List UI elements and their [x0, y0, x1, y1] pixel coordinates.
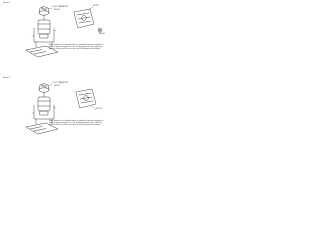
- mounting-plate-1: [25, 45, 59, 58]
- figure-2-part-code-1: R0131: [54, 85, 60, 87]
- figure-1-part-code-3: R0100: [99, 33, 105, 35]
- fan-blade-2: [38, 83, 50, 93]
- motor-bracket-1: [33, 27, 55, 48]
- fan-shroud-2: [75, 88, 97, 109]
- figure-2-part-code-2: R0159: [96, 108, 102, 110]
- motor-bracket-2: [33, 104, 55, 125]
- figure-2-drawing: [25, 83, 97, 135]
- figure-2-label: Figure 2: [3, 77, 11, 79]
- figure-1-note: Some models use a cleanable mesh or wash…: [49, 44, 104, 51]
- fan-shroud-1: [73, 8, 95, 29]
- figure-1-part-code-1: R0131: [54, 9, 60, 11]
- figure-2-title: 7-3/4" DIAMETER: [52, 82, 69, 84]
- figure-1-drawing: [25, 6, 103, 58]
- parts-diagram-page: Figure 1 7-3/4" DIAMETER R0131 R0132 R01…: [0, 0, 116, 150]
- evaporator-fan-motor-1: [37, 14, 51, 39]
- figure-2-leader-lines: [31, 83, 97, 114]
- figure-1-leader-lines: [31, 6, 101, 37]
- figure-1-part-code-2: R0132: [93, 5, 99, 7]
- figure-2-note: Some models use a cleanable mesh or wash…: [49, 120, 104, 127]
- mounting-plate-2: [25, 122, 59, 135]
- figure-1-label: Figure 1: [3, 2, 11, 4]
- figure-1-title: 7-3/4" DIAMETER: [52, 6, 69, 8]
- evaporator-fan-motor-2: [37, 91, 51, 116]
